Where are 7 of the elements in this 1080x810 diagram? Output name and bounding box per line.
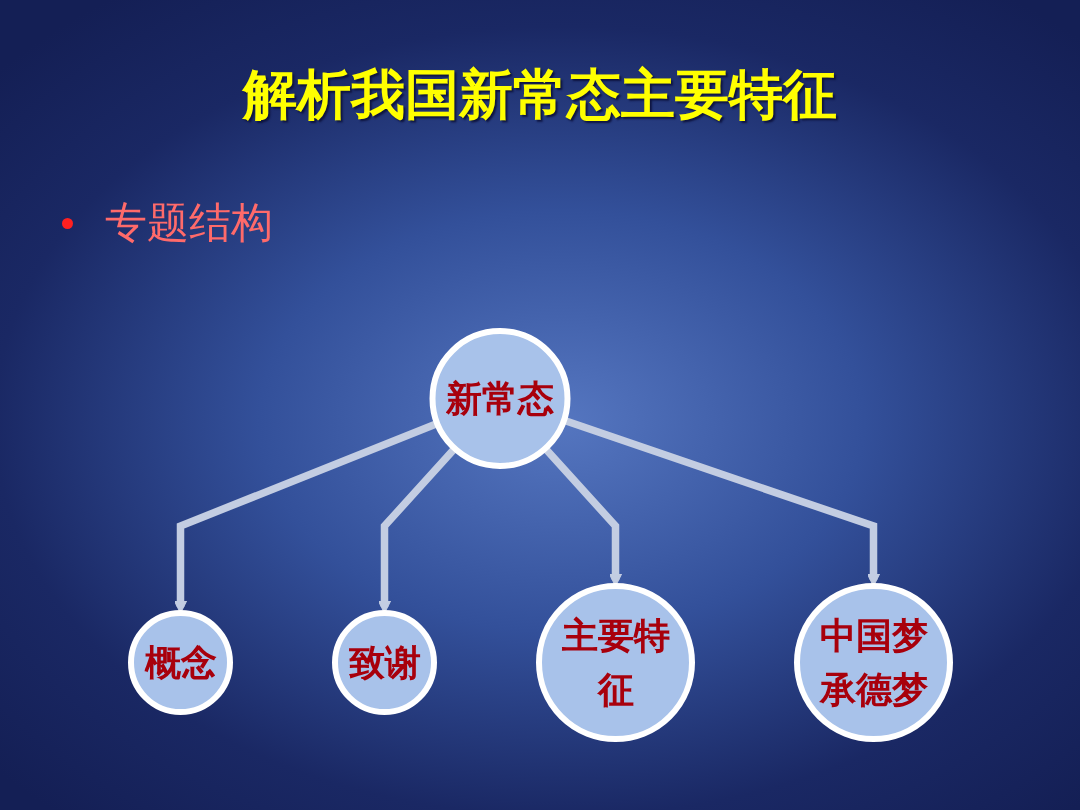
node-circle: 主要特征 <box>535 583 695 742</box>
node-circle: 新常态 <box>429 328 570 469</box>
node-circle: 致谢 <box>331 610 437 715</box>
node-circle: 概念 <box>127 610 233 715</box>
slide-title: 解析我国新常态主要特征 <box>243 64 837 127</box>
bullet-text: 专题结构 <box>105 198 273 249</box>
node-circle: 中国梦承德梦 <box>793 583 953 742</box>
